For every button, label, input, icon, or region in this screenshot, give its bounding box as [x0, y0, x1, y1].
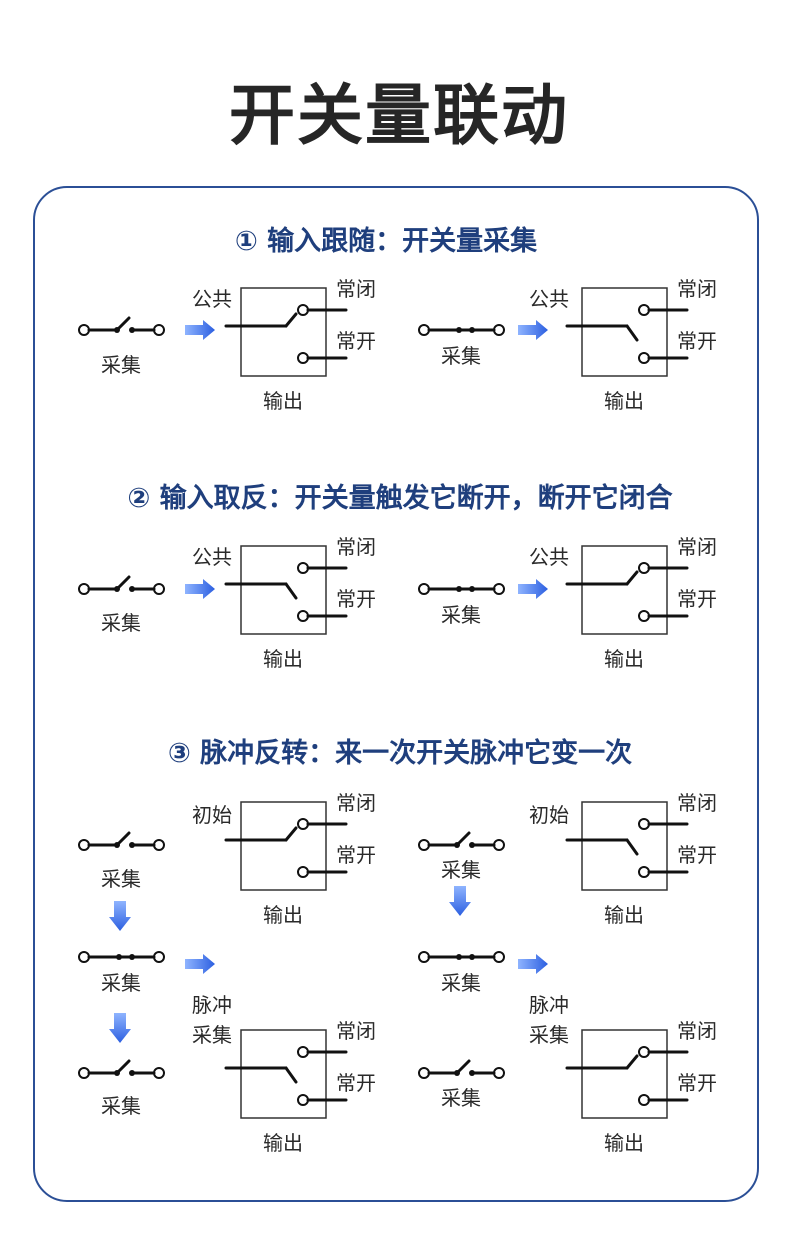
arrow-right-icon: [518, 954, 548, 974]
label-no: 常开: [336, 587, 376, 611]
contact-dot: [116, 954, 122, 960]
label-no: 常开: [336, 843, 376, 867]
label-output: 输出: [263, 903, 303, 927]
label-collect: 采集: [441, 344, 481, 368]
page-title: 开关量联动: [229, 77, 569, 154]
contact-dot: [469, 954, 475, 960]
arrow-right-icon: [518, 579, 548, 599]
label-output: 输出: [604, 647, 644, 671]
contact-dot: [456, 586, 462, 592]
label-no: 常开: [677, 843, 717, 867]
arrow-down-icon: [109, 901, 131, 931]
relay-blade-no: [284, 582, 298, 600]
relay-blade-nc: [284, 312, 298, 328]
label-no: 常开: [336, 329, 376, 353]
label-nc: 常闭: [336, 277, 376, 301]
label-no: 常开: [677, 587, 717, 611]
label-nc: 常闭: [677, 1019, 717, 1043]
label-collect: 采集: [441, 1086, 481, 1110]
relay-box: [240, 801, 327, 891]
section-1-heading: ① 输入跟随：开关量采集: [235, 225, 538, 257]
relay-blade-nc: [625, 1054, 639, 1070]
diagram-elements: 采集公共常闭常开输出采集公共常闭常开输出采集公共常闭常开输出采集公共常闭常开输出…: [78, 277, 717, 1155]
relay-box: [240, 287, 327, 377]
label-output: 输出: [263, 389, 303, 413]
section-2-heading: ② 输入取反：开关量触发它断开，断开它闭合: [127, 482, 672, 514]
arrow-right-icon: [185, 579, 215, 599]
label-nc: 常闭: [336, 791, 376, 815]
label-output: 输出: [604, 903, 644, 927]
label-common: 公共: [529, 287, 569, 311]
label-collect: 采集: [101, 353, 141, 377]
label-no: 常开: [677, 329, 717, 353]
section-3-heading: ③ 脉冲反转：来一次开关脉冲它变一次: [168, 737, 632, 769]
label-nc: 常闭: [677, 535, 717, 559]
relay-blade-nc: [625, 570, 639, 586]
label-pulse_line1: 脉冲: [529, 993, 569, 1017]
label-initial: 初始: [192, 803, 232, 827]
label-common: 公共: [529, 545, 569, 569]
contact-dot: [469, 327, 475, 333]
open-switch-blade: [115, 1059, 131, 1075]
content-panel: [33, 186, 759, 1202]
label-collect: 采集: [441, 603, 481, 627]
label-output: 输出: [263, 1131, 303, 1155]
open-switch-blade: [455, 1059, 471, 1075]
relay-box: [581, 287, 668, 377]
relay-box: [581, 1029, 668, 1119]
label-output: 输出: [604, 389, 644, 413]
label-pulse_line2: 采集: [192, 1023, 232, 1047]
relay-blade-nc: [284, 826, 298, 842]
open-switch-blade: [115, 575, 131, 591]
label-output: 输出: [263, 647, 303, 671]
label-no: 常开: [336, 1071, 376, 1095]
label-nc: 常闭: [677, 277, 717, 301]
label-common: 公共: [192, 545, 232, 569]
open-switch-blade: [455, 831, 471, 847]
label-collect: 采集: [101, 611, 141, 635]
relay-blade-no: [284, 1066, 298, 1084]
label-pulse_line1: 脉冲: [192, 993, 232, 1017]
label-collect: 采集: [101, 867, 141, 891]
relay-box: [240, 545, 327, 635]
label-pulse_line2: 采集: [529, 1023, 569, 1047]
relay-box: [240, 1029, 327, 1119]
label-nc: 常闭: [677, 791, 717, 815]
relay-blade-no: [625, 324, 639, 342]
label-collect: 采集: [101, 971, 141, 995]
arrow-down-icon: [449, 886, 471, 916]
label-collect: 采集: [441, 858, 481, 882]
label-collect: 采集: [101, 1094, 141, 1118]
label-nc: 常闭: [336, 535, 376, 559]
arrow-right-icon: [185, 320, 215, 340]
relay-box: [581, 545, 668, 635]
contact-dot: [456, 327, 462, 333]
label-no: 常开: [677, 1071, 717, 1095]
label-initial: 初始: [529, 803, 569, 827]
open-switch-blade: [115, 831, 131, 847]
relay-blade-no: [625, 838, 639, 856]
relay-box: [581, 801, 668, 891]
label-output: 输出: [604, 1131, 644, 1155]
arrow-right-icon: [185, 954, 215, 974]
contact-dot: [129, 954, 135, 960]
arrow-right-icon: [518, 320, 548, 340]
open-switch-blade: [115, 316, 131, 332]
arrow-down-icon: [109, 1013, 131, 1043]
contact-dot: [469, 586, 475, 592]
label-collect: 采集: [441, 971, 481, 995]
label-nc: 常闭: [336, 1019, 376, 1043]
contact-dot: [456, 954, 462, 960]
label-common: 公共: [192, 287, 232, 311]
